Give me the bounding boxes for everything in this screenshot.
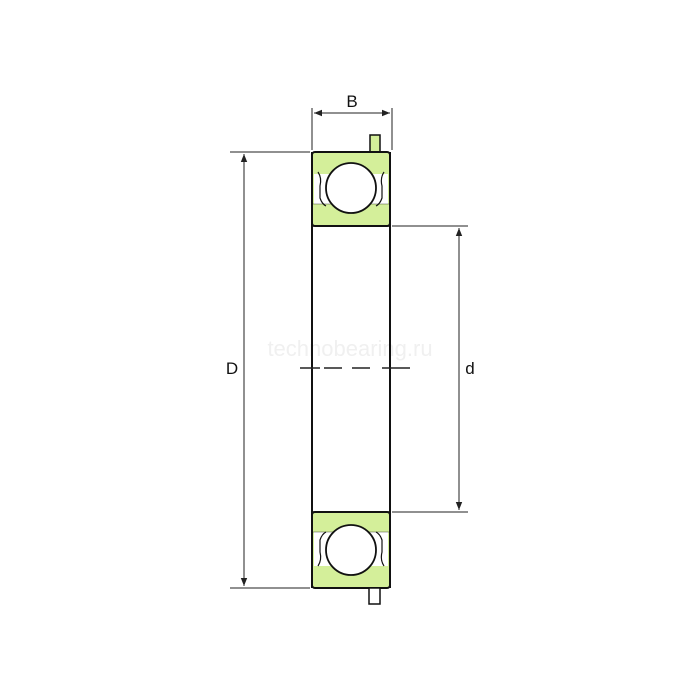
label-b: B [346, 92, 357, 111]
label-d-outer: D [226, 359, 238, 378]
label-d-inner: d [465, 359, 474, 378]
dimension-d-outer [230, 151, 310, 589]
ball-bottom [325, 524, 377, 576]
watermark: technobearing.ru [267, 336, 432, 361]
ball-top [325, 162, 377, 214]
bottom-ring-section [311, 511, 391, 605]
dimension-b [311, 108, 393, 150]
top-ring-section [311, 134, 391, 227]
dimension-d-inner [392, 225, 468, 513]
